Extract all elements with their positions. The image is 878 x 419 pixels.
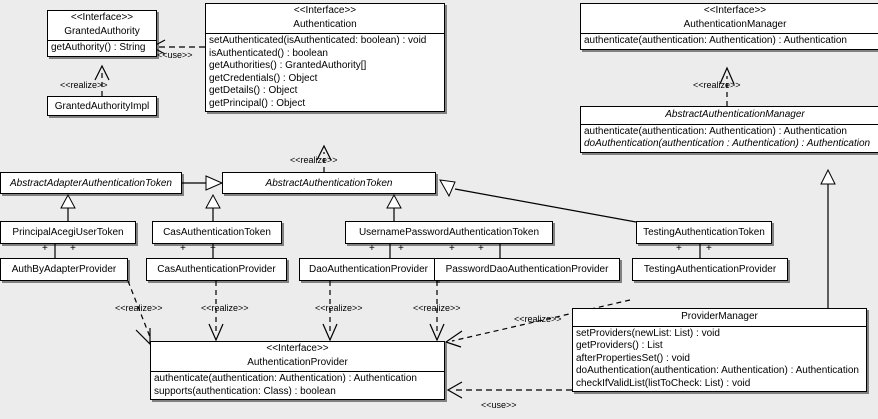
class-header-provider-manager: ProviderManager bbox=[573, 309, 866, 326]
class-name-provider-manager: ProviderManager bbox=[681, 311, 758, 322]
edge-label-realize-cas-provider: <<realize>> bbox=[201, 303, 249, 313]
members-authentication: setAuthenticated(isAuthenticated: boolea… bbox=[206, 33, 444, 111]
edge-label-realize-password-dao-provider: <<realize>> bbox=[413, 303, 461, 313]
multiplicity-username-password-a: + bbox=[369, 243, 375, 254]
multiplicity-principal-acegi-right: + bbox=[70, 243, 76, 254]
multiplicity-cas-token-right: + bbox=[210, 243, 216, 254]
class-name-authentication: Authentication bbox=[293, 18, 357, 30]
class-header-authentication-manager: <<Interface>> AuthenticationManager bbox=[581, 4, 878, 33]
class-name-password-dao-authentication-provider: PasswordDaoAuthenticationProvider bbox=[445, 264, 609, 275]
stereotype-interface: <<Interface>> bbox=[266, 343, 329, 354]
class-testing-authentication-provider[interactable]: TestingAuthenticationProvider bbox=[632, 258, 788, 281]
method-supports: supports(authentication: Class) : boolea… bbox=[154, 385, 336, 397]
class-testing-authentication-token[interactable]: TestingAuthenticationToken bbox=[636, 221, 772, 244]
class-header-authentication: <<Interface>> Authentication bbox=[206, 4, 444, 33]
multiplicity-username-password-d: + bbox=[478, 243, 484, 254]
edge-label-realize-authentication: <<realize>> bbox=[290, 155, 338, 165]
class-username-password-authentication-token[interactable]: UsernamePasswordAuthenticationToken bbox=[345, 221, 553, 244]
class-header-granted-authority: <<Interface>> GrantedAuthority bbox=[48, 11, 156, 40]
class-cas-authentication-token[interactable]: CasAuthenticationToken bbox=[152, 221, 282, 244]
members-granted-authority: getAuthority() : String bbox=[48, 40, 156, 56]
class-name-testing-authentication-provider: TestingAuthenticationProvider bbox=[643, 264, 777, 275]
class-abstract-authentication-token[interactable]: AbstractAuthenticationToken bbox=[222, 172, 436, 194]
class-granted-authority[interactable]: <<Interface>> GrantedAuthority getAuthor… bbox=[47, 10, 157, 57]
class-header-authentication-provider: <<Interface>> AuthenticationProvider bbox=[151, 342, 444, 371]
multiplicity-username-password-c: + bbox=[449, 243, 455, 254]
class-name-auth-by-adapter-provider: AuthByAdapterProvider bbox=[11, 264, 117, 275]
class-password-dao-authentication-provider[interactable]: PasswordDaoAuthenticationProvider bbox=[434, 258, 620, 281]
method-get-credentials: getCredentials() : Object bbox=[209, 72, 318, 84]
class-granted-authority-impl[interactable]: GrantedAuthorityImpl bbox=[47, 96, 157, 116]
method-get-authority: getAuthority() : String bbox=[51, 42, 146, 53]
multiplicity-username-password-b: + bbox=[398, 243, 404, 254]
edge-label-realize-authentication-manager: <<realize>> bbox=[693, 80, 741, 90]
stereotype-interface: <<Interface>> bbox=[703, 5, 767, 16]
method-get-principal: getPrincipal() : Object bbox=[209, 97, 306, 109]
class-authentication[interactable]: <<Interface>> Authentication setAuthenti… bbox=[205, 3, 445, 112]
class-name-abstract-authentication-token: AbstractAuthenticationToken bbox=[265, 177, 393, 189]
method-authenticate: authenticate(authentication: Authenticat… bbox=[154, 373, 417, 384]
class-name-abstract-authentication-manager: AbstractAuthenticationManager bbox=[665, 109, 805, 120]
method-authenticate: authenticate(authentication: Authenticat… bbox=[584, 125, 847, 137]
method-set-providers: setProviders(newList: List) : void bbox=[576, 327, 720, 339]
method-check-if-valid-list: checkIfValidList(listToCheck: List) : vo… bbox=[576, 377, 751, 389]
multiplicity-testing-token-right: + bbox=[706, 243, 712, 254]
class-name-cas-authentication-provider: CasAuthenticationProvider bbox=[157, 264, 276, 275]
class-provider-manager[interactable]: ProviderManager setProviders(newList: Li… bbox=[572, 308, 867, 392]
stereotype-interface: <<Interface>> bbox=[70, 12, 134, 23]
edge-label-use-provider-manager: <<use>> bbox=[481, 400, 517, 410]
method-after-properties-set: afterPropertiesSet() : void bbox=[576, 352, 690, 364]
method-do-authentication: doAuthentication(authentication: Authent… bbox=[576, 365, 859, 376]
class-authentication-provider[interactable]: <<Interface>> AuthenticationProvider aut… bbox=[150, 341, 445, 400]
method-get-authorities: getAuthorities() : GrantedAuthority[] bbox=[209, 60, 367, 71]
edge-label-realize-auth-by-adapter: <<realize>> bbox=[115, 303, 163, 313]
class-name-authentication-provider: AuthenticationProvider bbox=[247, 356, 348, 368]
class-dao-authentication-provider[interactable]: DaoAuthenticationProvider bbox=[299, 258, 438, 281]
members-abstract-authentication-manager: authenticate(authentication: Authenticat… bbox=[581, 123, 878, 152]
method-get-providers: getProviders() : List bbox=[576, 340, 663, 351]
method-is-authenticated: isAuthenticated() : boolean bbox=[209, 47, 328, 59]
edge-label-realize-provider-manager: <<realize>> bbox=[514, 314, 562, 324]
class-name-username-password-authentication-token: UsernamePasswordAuthenticationToken bbox=[358, 227, 540, 238]
class-name-abstract-adapter-authentication-token: AbstractAdapterAuthenticationToken bbox=[10, 177, 172, 189]
class-name-principal-acegi-user-token: PrincipalAcegiUserToken bbox=[12, 227, 124, 238]
class-name-dao-authentication-provider: DaoAuthenticationProvider bbox=[309, 264, 428, 275]
members-authentication-manager: authenticate(authentication: Authenticat… bbox=[581, 33, 878, 49]
edge-label-realize-granted-authority-impl: <<realize>> bbox=[60, 80, 108, 90]
method-set-authenticated: setAuthenticated(isAuthenticated: boolea… bbox=[209, 35, 427, 46]
class-auth-by-adapter-provider[interactable]: AuthByAdapterProvider bbox=[0, 258, 128, 281]
class-name-testing-authentication-token: TestingAuthenticationToken bbox=[643, 227, 765, 238]
class-name-cas-authentication-token: CasAuthenticationToken bbox=[163, 227, 271, 238]
method-authenticate: authenticate(authentication: Authenticat… bbox=[584, 35, 847, 46]
class-abstract-adapter-authentication-token[interactable]: AbstractAdapterAuthenticationToken bbox=[0, 172, 182, 194]
method-get-details: getDetails() : Object bbox=[209, 85, 298, 96]
members-authentication-provider: authenticate(authentication: Authenticat… bbox=[151, 371, 444, 399]
multiplicity-testing-token-left: + bbox=[676, 243, 682, 254]
class-abstract-authentication-manager[interactable]: AbstractAuthenticationManager authentica… bbox=[580, 106, 878, 153]
members-provider-manager: setProviders(newList: List) : void getPr… bbox=[573, 325, 866, 392]
class-cas-authentication-provider[interactable]: CasAuthenticationProvider bbox=[146, 258, 287, 281]
stereotype-interface: <<Interface>> bbox=[293, 5, 357, 16]
class-name-granted-authority: GrantedAuthority bbox=[64, 25, 140, 37]
multiplicity-principal-acegi-left: + bbox=[42, 243, 48, 254]
class-principal-acegi-user-token[interactable]: PrincipalAcegiUserToken bbox=[0, 221, 136, 244]
class-header-abstract-authentication-manager: AbstractAuthenticationManager bbox=[581, 107, 878, 124]
edge-label-use-granted-authority: <<use>> bbox=[157, 50, 193, 60]
class-authentication-manager[interactable]: <<Interface>> AuthenticationManager auth… bbox=[580, 3, 878, 50]
multiplicity-cas-token-left: + bbox=[180, 243, 186, 254]
method-do-authentication: doAuthentication(authentication : Authen… bbox=[584, 138, 871, 149]
edge-label-realize-dao-provider: <<realize>> bbox=[315, 303, 363, 313]
class-name-authentication-manager: AuthenticationManager bbox=[683, 18, 787, 30]
class-name-granted-authority-impl: GrantedAuthorityImpl bbox=[54, 100, 150, 112]
